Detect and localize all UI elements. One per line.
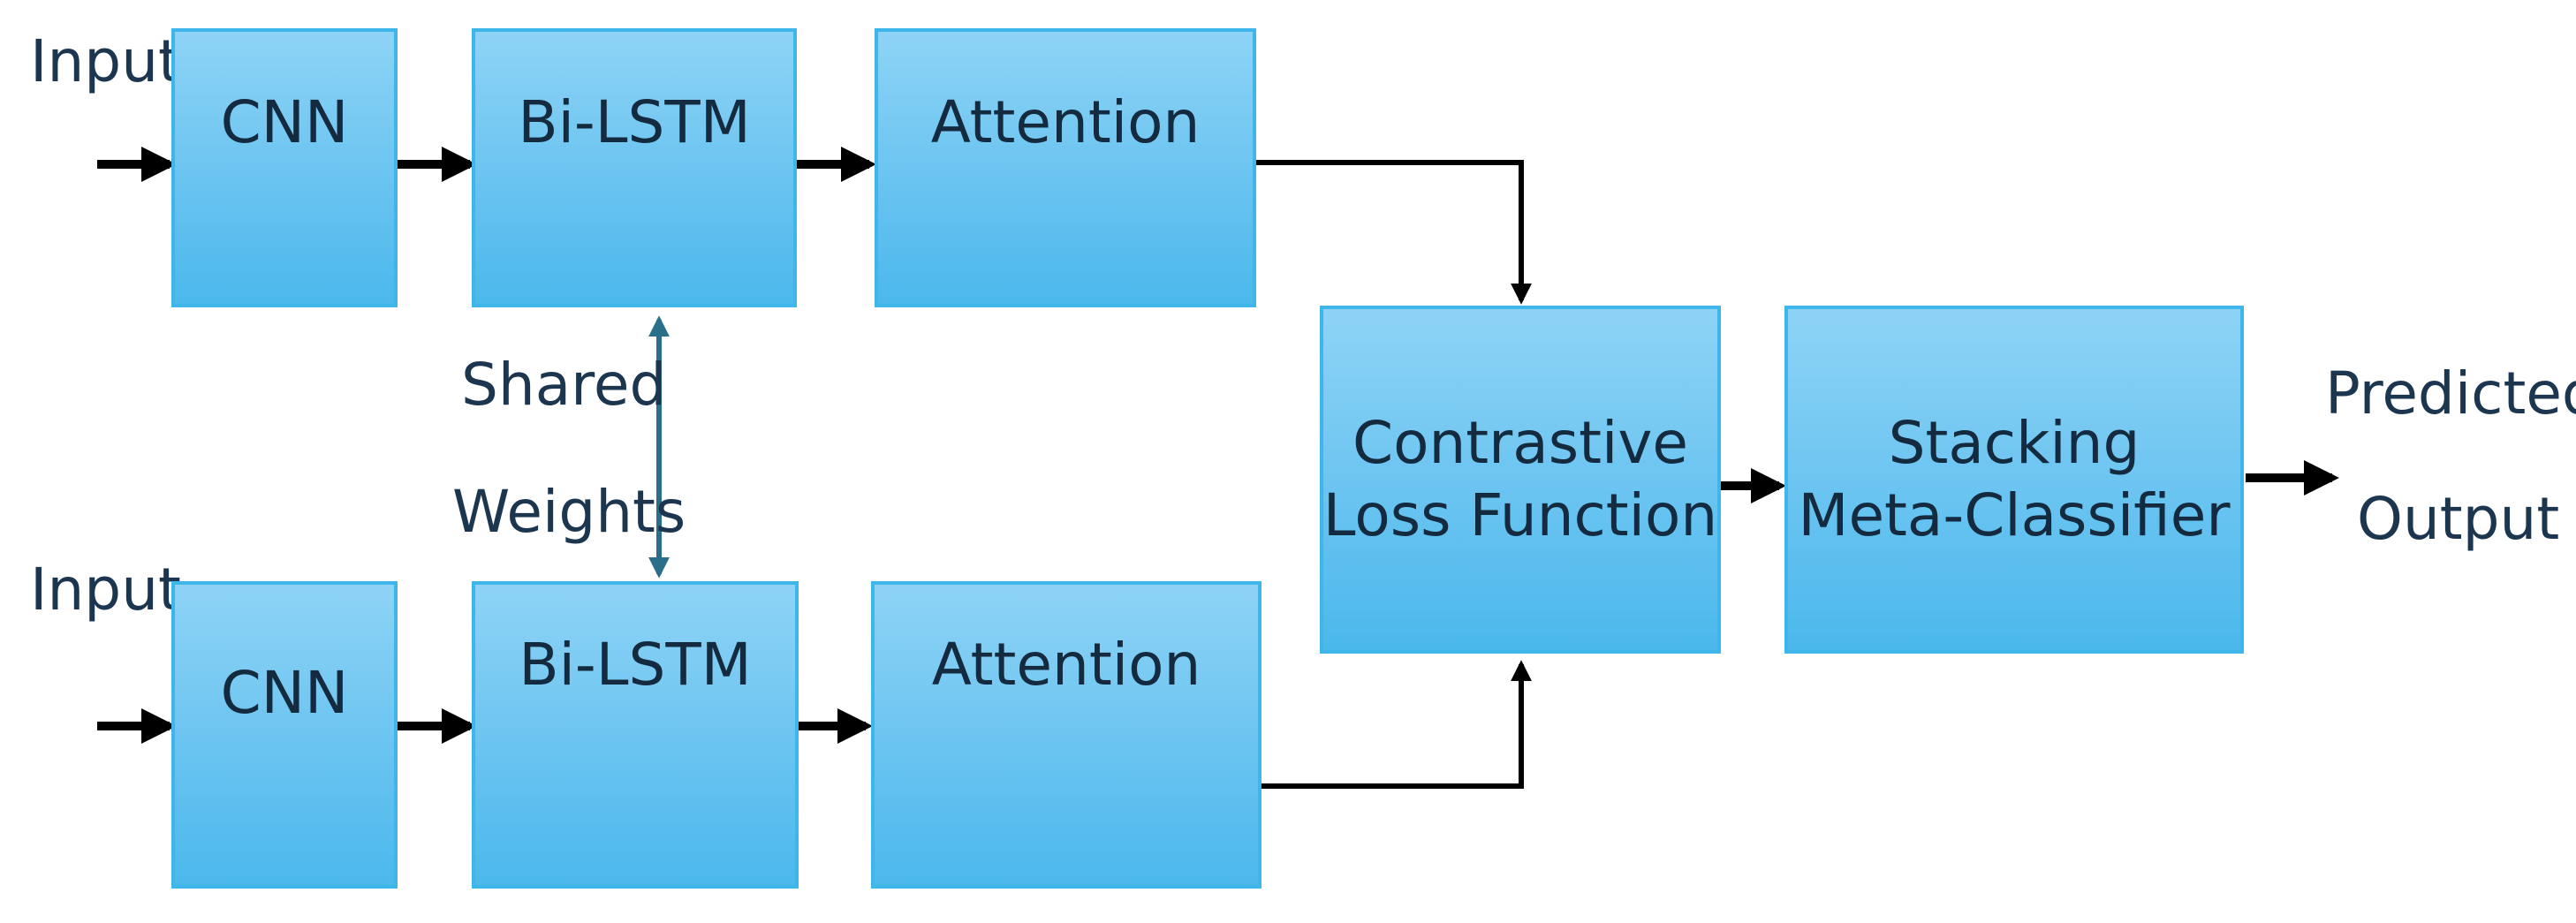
input-label-top: Input (30, 27, 181, 95)
bilstm-label-top: Bi-LSTM (518, 88, 751, 156)
attention-box-top: Attention (875, 28, 1256, 307)
contrastive-loss-label-line2: Loss Function (1322, 481, 1718, 549)
cnn-box-top: CNN (171, 28, 398, 307)
shared-weights-label-line2: Weights (452, 478, 686, 546)
shared-weights-label-line1: Shared (461, 351, 667, 419)
attention-box-bottom: Attention (871, 581, 1261, 889)
arrow-attention-top-to-loss (1256, 160, 1532, 305)
output-label-line2: Output (2357, 485, 2560, 553)
meta-classifier-label-line1: Stacking (1888, 408, 2140, 477)
bilstm-box-top: Bi-LSTM (472, 28, 797, 307)
cnn-label-top: CNN (220, 88, 349, 156)
cnn-box-bottom: CNN (171, 581, 398, 889)
meta-classifier-label-line2: Meta-Classifier (1798, 481, 2231, 549)
output-label-line1: Predicted (2325, 359, 2576, 427)
cnn-label-bottom: CNN (220, 659, 349, 727)
meta-classifier-box: Stacking Meta-Classifier (1784, 306, 2244, 654)
arrow-attention-bottom-to-loss (1261, 660, 1532, 789)
attention-label-top: Attention (930, 88, 1201, 156)
bilstm-box-bottom: Bi-LSTM (472, 581, 799, 889)
bilstm-label-bottom: Bi-LSTM (519, 631, 752, 699)
attention-label-bottom: Attention (931, 631, 1201, 699)
contrastive-loss-box: Contrastive Loss Function (1320, 306, 1721, 654)
input-label-bottom: Input (30, 556, 181, 624)
contrastive-loss-label-line1: Contrastive (1352, 408, 1688, 477)
